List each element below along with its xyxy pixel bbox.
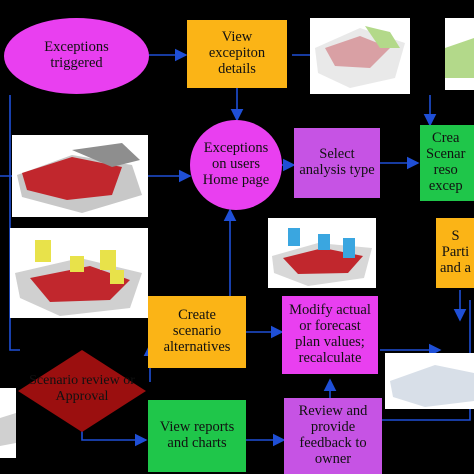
- link-right-loop: [380, 300, 471, 421]
- node-exceptions-home-page: Exceptions on users Home page: [190, 120, 282, 210]
- node-create-scenario-partial: Crea Scenar reso excep: [420, 125, 474, 201]
- node-scenario-review: Scenario review or Approval: [29, 373, 135, 405]
- node-view-exception-details: View excepiton details: [187, 20, 287, 88]
- node-select-analysis-type: Select analysis type: [294, 128, 380, 198]
- link-left-side: [9, 95, 20, 351]
- node-select-partial: S Parti and a: [436, 218, 474, 288]
- blue-blocks-model-image: [268, 218, 376, 288]
- building-massing-image: [10, 228, 148, 318]
- site-model-corner-image: [445, 18, 474, 90]
- site-model-right-image: [385, 353, 474, 409]
- terrain-model-3d-image: [17, 143, 142, 213]
- terrain-model-image: [12, 135, 148, 217]
- node-modify-actual: Modify actual or forecast plan values; r…: [282, 296, 378, 374]
- link-diamond-to-reports: [81, 430, 148, 447]
- site-model-bottom-left-image: [0, 388, 16, 458]
- node-view-reports: View reports and charts: [148, 400, 246, 472]
- node-create-scenario-alternatives: Create scenario alternatives: [148, 296, 246, 368]
- site-model-top-image: [310, 18, 410, 94]
- node-scenario-review-diamond: [18, 350, 146, 432]
- node-exceptions-triggered: Exceptions triggered: [4, 18, 149, 94]
- node-review-feedback: Review and provide feedback to owner: [284, 398, 382, 474]
